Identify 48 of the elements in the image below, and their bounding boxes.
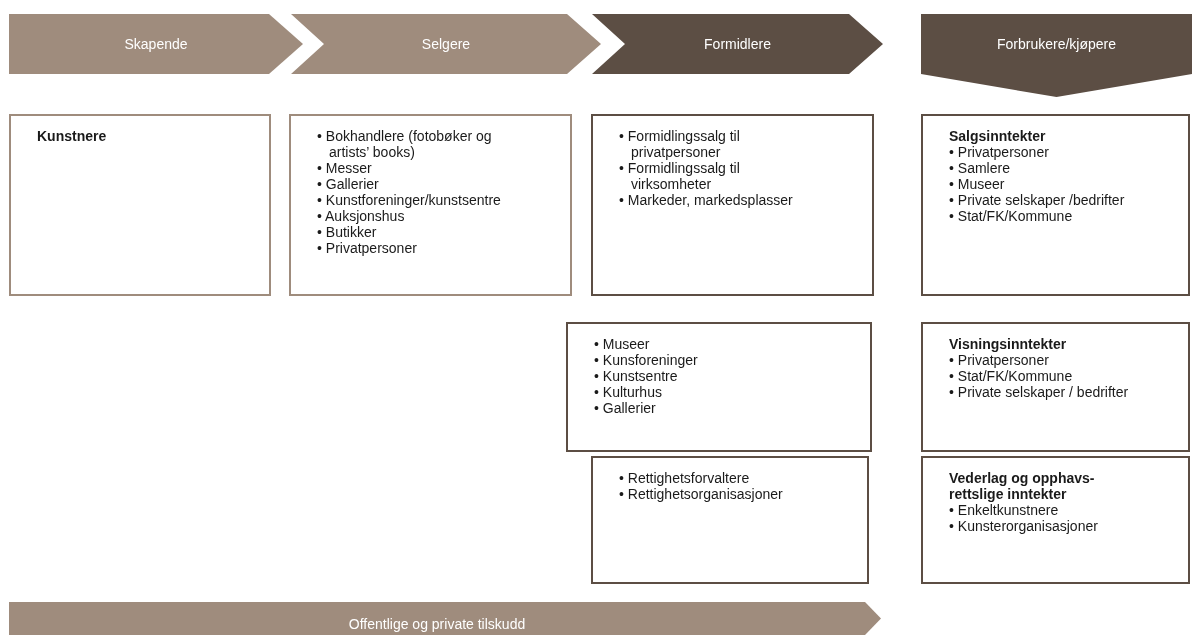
list-item: • Museer bbox=[949, 176, 1006, 192]
list-item: • Kunstforeninger/kunstsentre bbox=[317, 192, 502, 208]
list-box bbox=[566, 322, 872, 452]
list-item: • Formidlingssalg til privatpersoner bbox=[619, 128, 741, 160]
stage-label: Offentlige og private tilskudd bbox=[348, 615, 526, 634]
list-box bbox=[591, 114, 874, 296]
list-heading: Salgsinntekter bbox=[949, 128, 1047, 144]
list-item: • Auksjonshus bbox=[317, 208, 406, 224]
list-item: • Museer bbox=[594, 336, 651, 352]
list-item: • Privatpersoner bbox=[317, 240, 418, 256]
list-item: • Privatpersoner bbox=[949, 352, 1050, 368]
list-item: • Enkeltkunstnere bbox=[949, 502, 1060, 518]
list-item: • Bokhandlere (fotobøker og artists’ books) bbox=[317, 128, 493, 160]
stage-banner bbox=[921, 14, 1192, 97]
list-item: • Samlere bbox=[949, 160, 1011, 176]
stage-banner bbox=[9, 14, 303, 74]
list-item: • Rettighetsforvaltere bbox=[619, 470, 751, 486]
list-box bbox=[9, 114, 271, 296]
list-heading: Kunstnere bbox=[37, 128, 108, 144]
stage-label: Formidlere bbox=[704, 34, 771, 54]
list-item: • Private selskaper /bedrifter bbox=[949, 192, 1126, 208]
list-item: • Rettighetsorganisasjoner bbox=[619, 486, 784, 502]
stage-label: Selgere bbox=[421, 34, 471, 54]
list-item: • Gallerier bbox=[317, 176, 380, 192]
list-item: • Private selskaper / bedrifter bbox=[949, 384, 1130, 400]
list-item: • Kulturhus bbox=[594, 384, 663, 400]
stage-banner bbox=[291, 14, 601, 74]
list-box bbox=[921, 456, 1190, 584]
stage-label: Forbrukere/kjøpere bbox=[996, 34, 1116, 54]
list-item: • Butikker bbox=[317, 224, 378, 240]
stage-label: Skapende bbox=[124, 34, 188, 54]
list-item: • Markeder, markedsplasser bbox=[619, 192, 794, 208]
list-box bbox=[289, 114, 572, 296]
list-item: • Kunstsentre bbox=[594, 368, 679, 384]
list-heading: Visningsinntekter bbox=[949, 336, 1068, 352]
stage-banner bbox=[592, 14, 883, 74]
list-item: • Kunsterorganisasjoner bbox=[949, 518, 1099, 534]
list-box bbox=[921, 322, 1190, 452]
list-item: • Stat/FK/Kommune bbox=[949, 368, 1074, 384]
list-item: • Messer bbox=[317, 160, 373, 176]
list-item: • Formidlingssalg til virksomheter bbox=[619, 160, 741, 192]
list-heading: Vederlag og opphavs-rettslige inntekter bbox=[949, 470, 1096, 502]
list-item: • Kunsforeninger bbox=[594, 352, 699, 368]
list-box bbox=[591, 456, 869, 584]
list-item: • Privatpersoner bbox=[949, 144, 1050, 160]
list-box bbox=[921, 114, 1190, 296]
list-item: • Gallerier bbox=[594, 400, 657, 416]
list-item: • Stat/FK/Kommune bbox=[949, 208, 1074, 224]
